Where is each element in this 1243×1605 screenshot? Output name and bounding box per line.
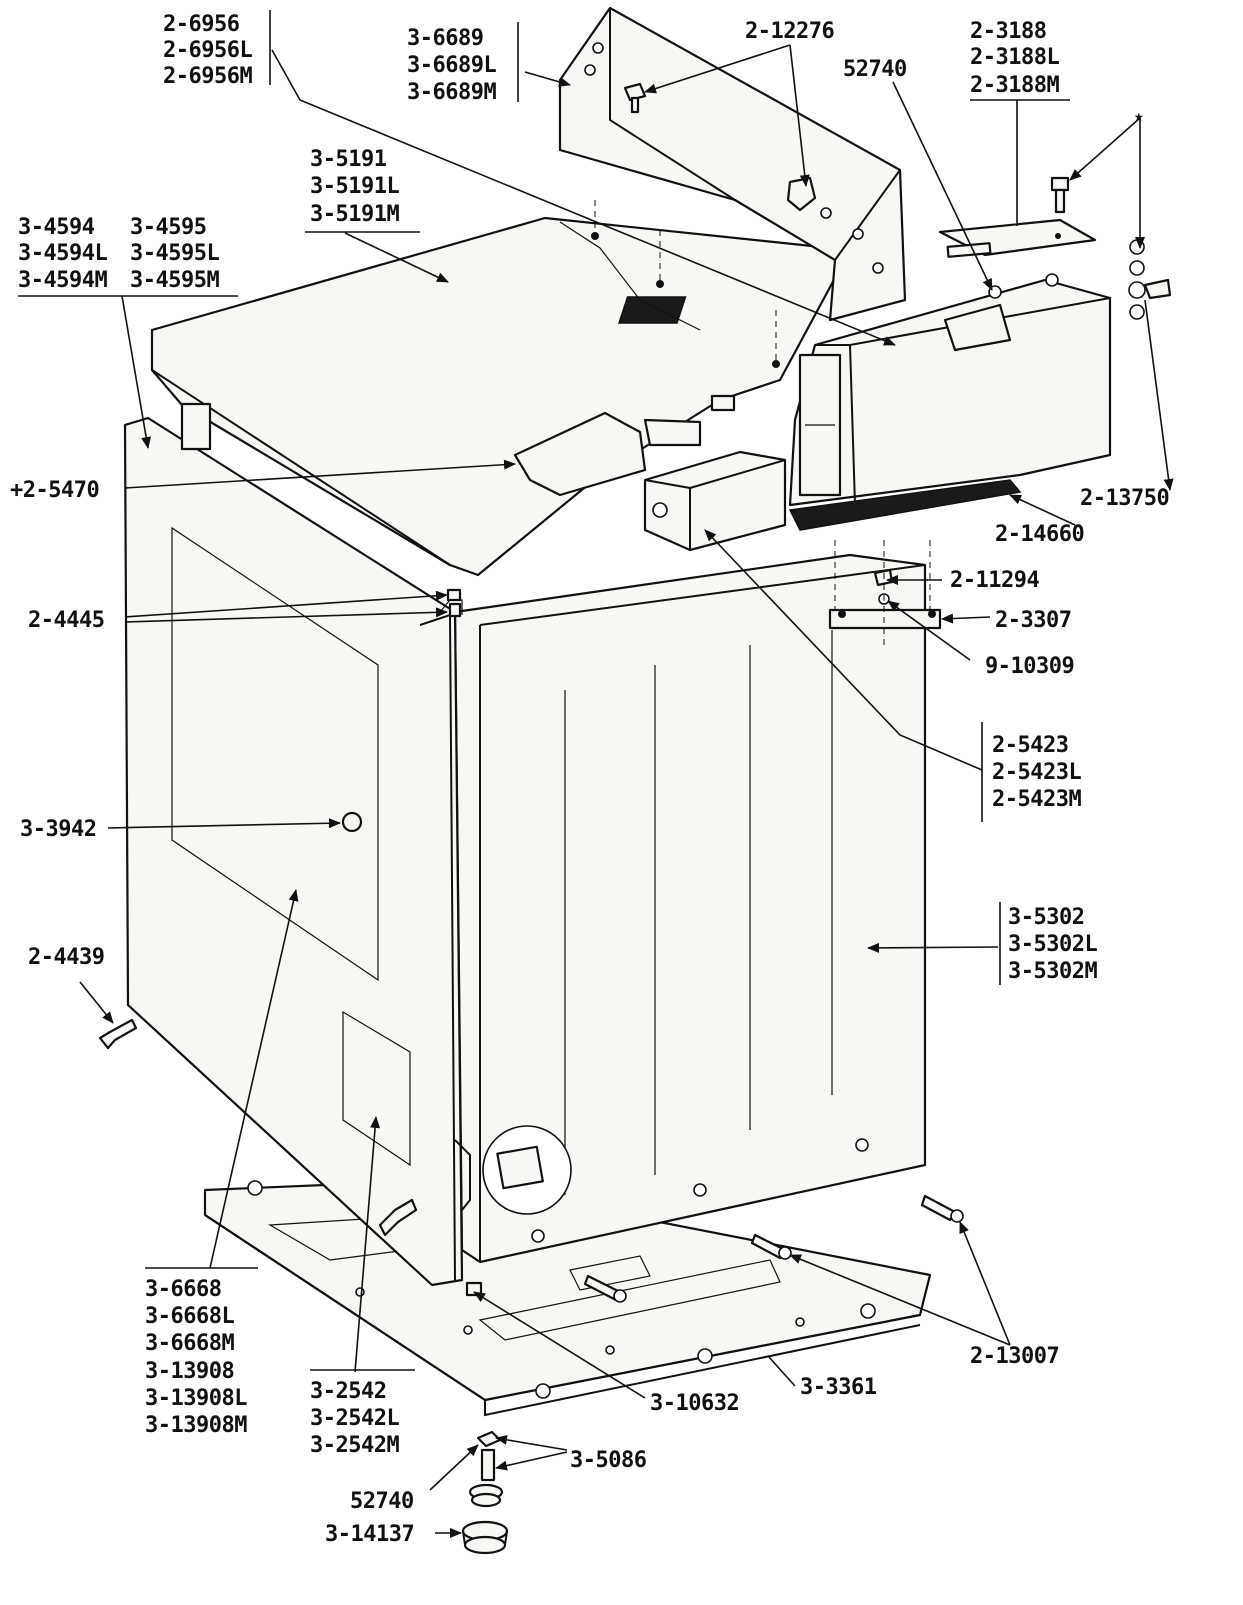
cabinet-side-panel: [453, 553, 927, 1264]
label-3-4595: 3-4595: [130, 215, 206, 240]
label-3-6689M: 3-6689M: [407, 80, 496, 105]
label-2-5423: 2-5423: [992, 733, 1068, 758]
gasket: [788, 479, 1022, 531]
label-3-4594M: 3-4594M: [18, 268, 107, 293]
label-2-14660: 2-14660: [995, 522, 1084, 547]
label-3-13908L: 3-13908L: [145, 1386, 247, 1411]
label-2-12276: 2-12276: [745, 19, 834, 44]
fasteners-2-4445: [446, 588, 462, 618]
label-3-13908M: 3-13908M: [145, 1413, 247, 1438]
label-3-2542M: 3-2542M: [310, 1433, 399, 1458]
label-2-5423M: 2-5423M: [992, 787, 1081, 812]
label-3-6689L: 3-6689L: [407, 53, 496, 78]
label-3-6668M: 3-6668M: [145, 1331, 234, 1356]
label-3-4594L: 3-4594L: [18, 241, 107, 266]
label-52740-top: 52740: [843, 57, 907, 82]
label-3-4595M: 3-4595M: [130, 268, 219, 293]
label-2-3188: 2-3188: [970, 19, 1046, 44]
leader-lines: [18, 10, 1174, 1538]
label-3-4594: 3-4594: [18, 215, 95, 240]
plate-2-3188: [938, 218, 1097, 258]
cabinet-front-panel: [123, 416, 471, 1287]
label-3-14137: 3-14137: [325, 1522, 414, 1547]
label-2-13007: 2-13007: [970, 1344, 1059, 1369]
rear-channel: [788, 273, 1112, 507]
part-labels: 2-6956 2-6956L 2-6956M 3-6689 3-6689L 3-…: [10, 12, 1170, 1547]
label-2-3188L: 2-3188L: [970, 45, 1059, 70]
label-2-3188M: 2-3188M: [970, 73, 1059, 98]
label-2-4445: 2-4445: [28, 608, 104, 633]
label-3-5191: 3-5191: [310, 147, 387, 172]
label-2-5470: +2-5470: [10, 478, 99, 503]
label-2-6956M: 2-6956M: [163, 64, 252, 89]
label-2-3307: 2-3307: [995, 608, 1071, 633]
leveling-leg: [461, 1430, 509, 1555]
label-3-5191M: 3-5191M: [310, 202, 399, 227]
drawing: [98, 6, 1172, 1555]
label-3-5191L: 3-5191L: [310, 174, 399, 199]
label-3-2542: 3-2542: [310, 1379, 386, 1404]
label-2-6956: 2-6956: [163, 12, 240, 37]
label-3-3942: 3-3942: [20, 817, 96, 842]
label-52740-bottom: 52740: [350, 1489, 414, 1514]
label-3-6668L: 3-6668L: [145, 1304, 234, 1329]
label-3-6668: 3-6668: [145, 1277, 221, 1302]
label-3-4595L: 3-4595L: [130, 241, 219, 266]
label-9-10309: 9-10309: [985, 654, 1074, 679]
label-2-6956L: 2-6956L: [163, 38, 252, 63]
label-3-5302L: 3-5302L: [1008, 932, 1097, 957]
label-3-5302M: 3-5302M: [1008, 959, 1097, 984]
label-star: ★: [1134, 106, 1144, 125]
box-2-5423: [643, 450, 787, 552]
label-3-5302: 3-5302: [1008, 905, 1084, 930]
star-fasteners: [988, 176, 1172, 320]
label-3-3361: 3-3361: [800, 1375, 877, 1400]
screws-lower: [98, 1018, 964, 1303]
label-2-11294: 2-11294: [950, 568, 1039, 593]
plug-3-3942: [341, 811, 363, 833]
label-3-13908: 3-13908: [145, 1359, 234, 1384]
label-3-10632: 3-10632: [650, 1391, 739, 1416]
label-2-4439: 2-4439: [28, 945, 104, 970]
label-2-13750: 2-13750: [1080, 486, 1169, 511]
bracket-2-5470: [513, 394, 736, 497]
label-3-6689: 3-6689: [407, 26, 483, 51]
label-3-5086: 3-5086: [570, 1448, 647, 1473]
label-2-5423L: 2-5423L: [992, 760, 1081, 785]
label-3-2542L: 3-2542L: [310, 1406, 399, 1431]
